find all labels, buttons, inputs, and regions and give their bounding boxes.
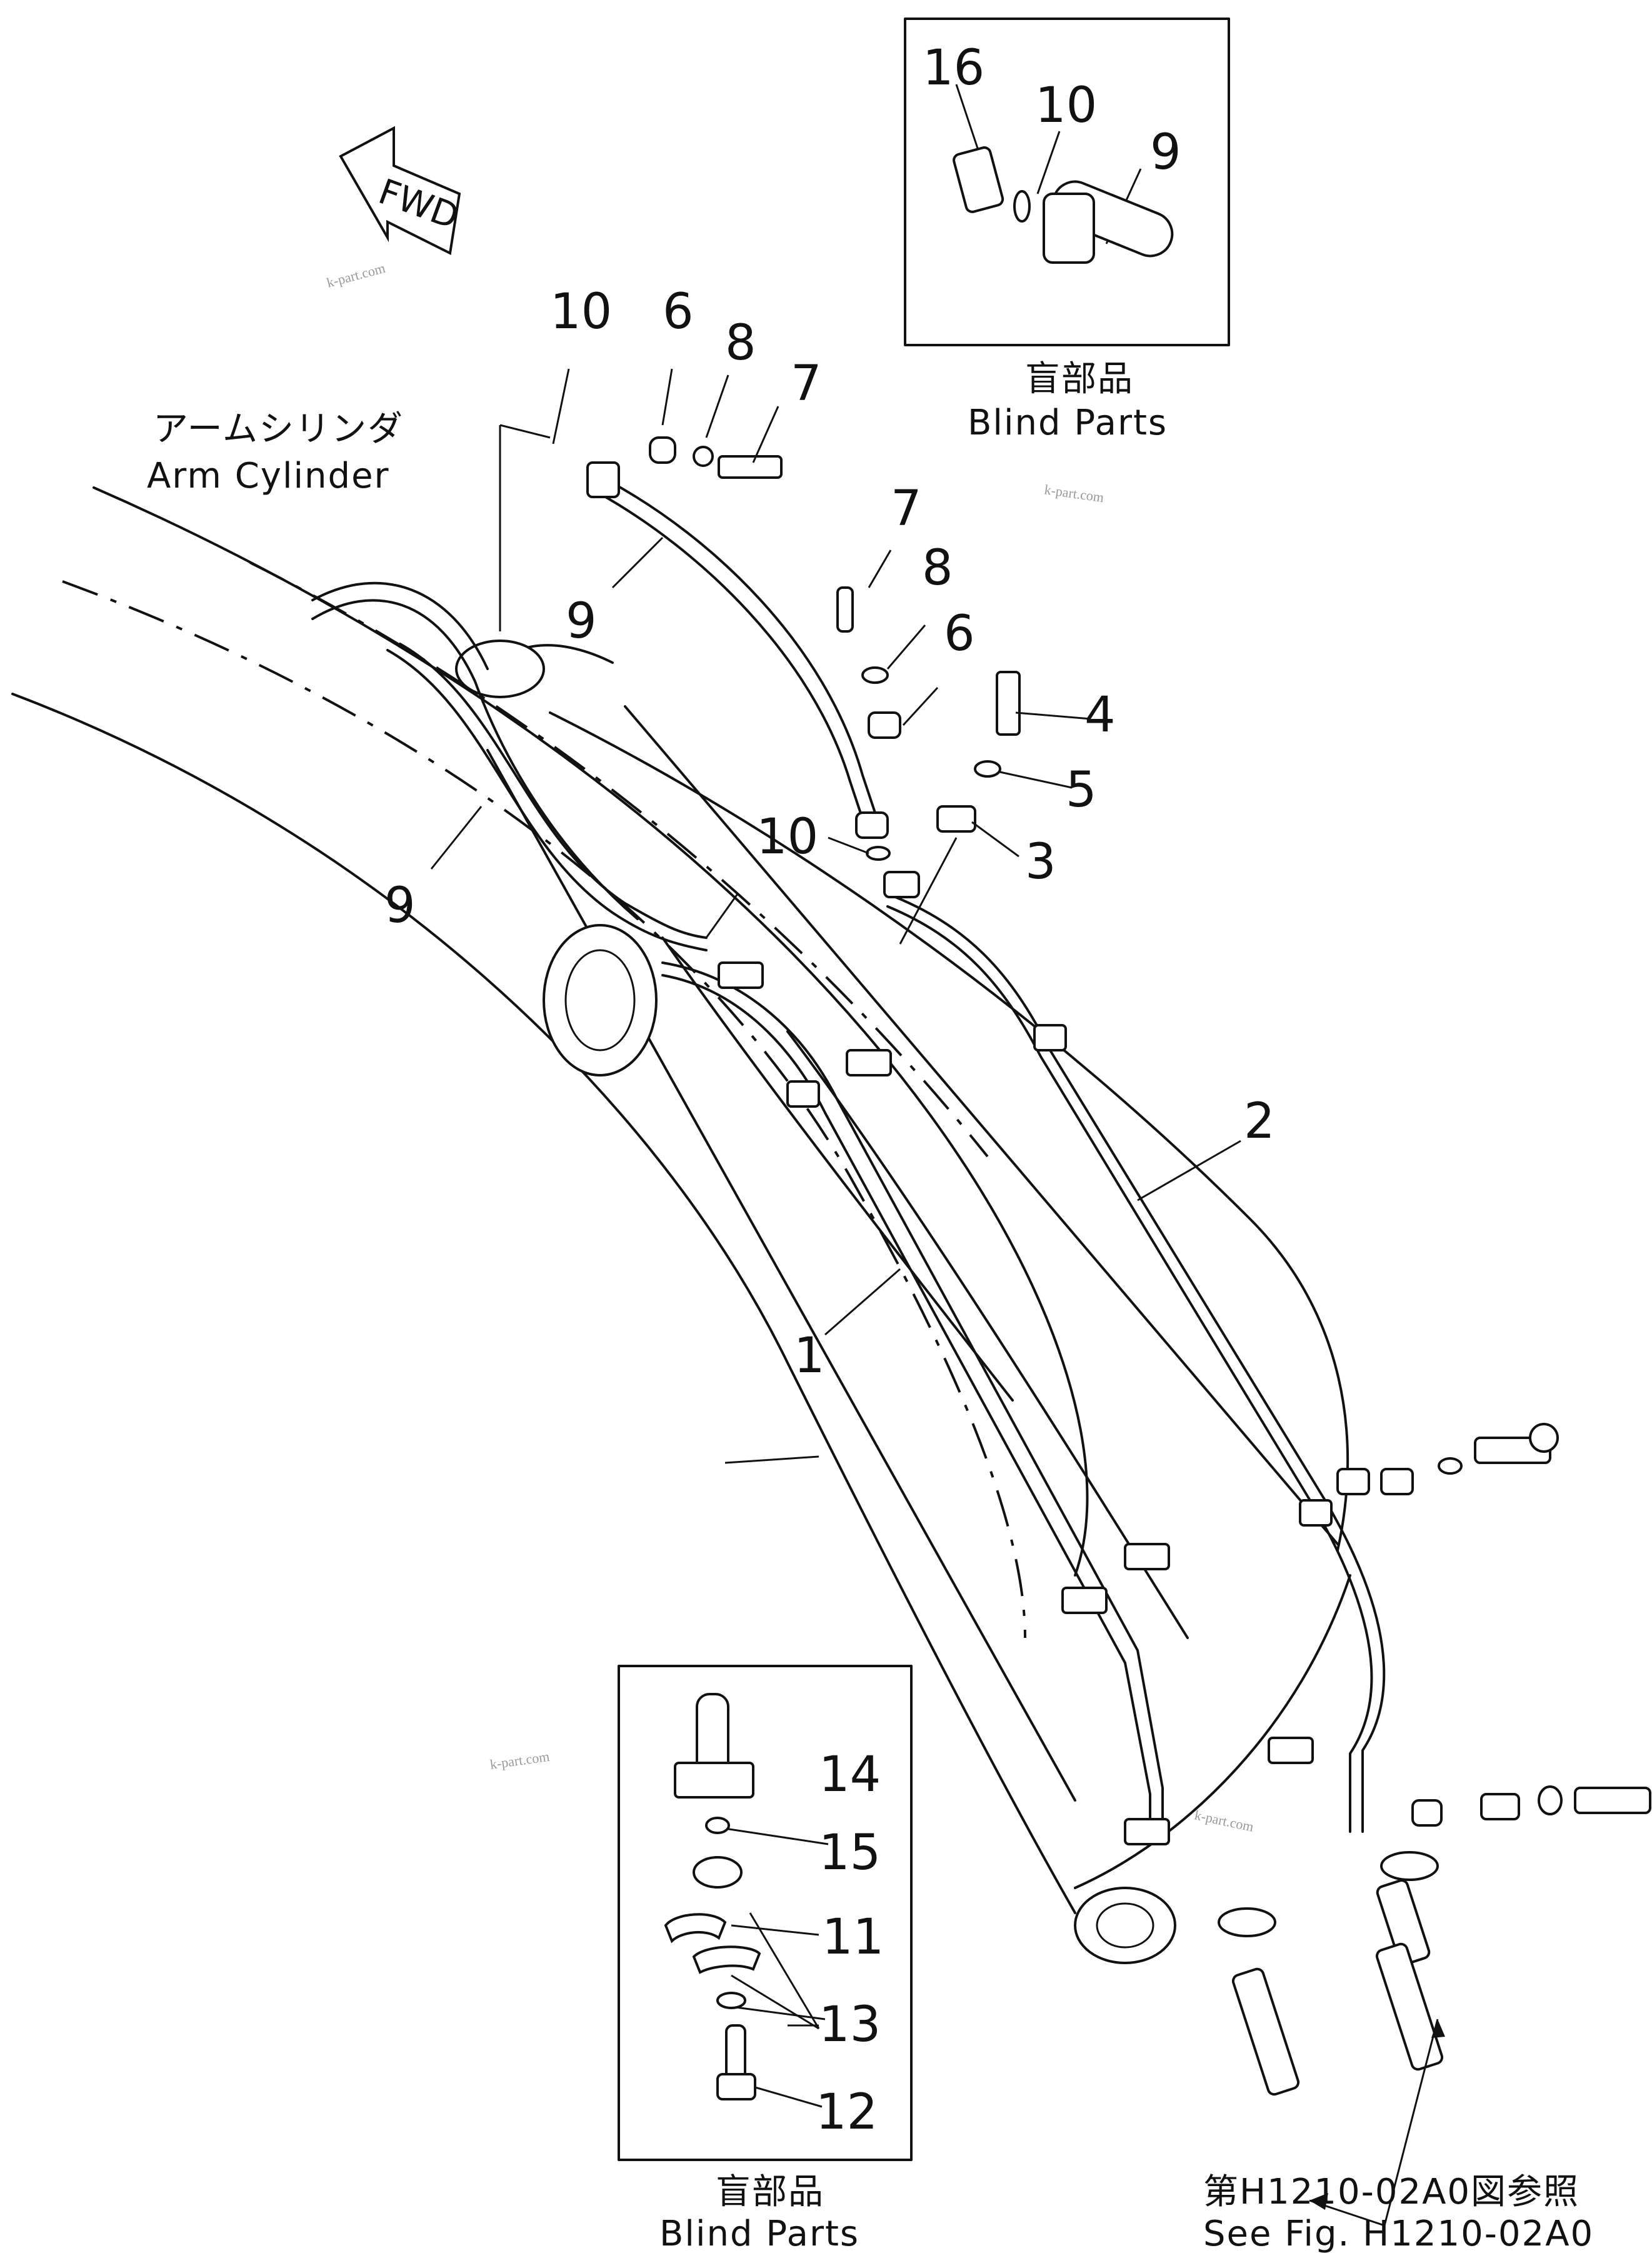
callout-6-upper: 6: [663, 284, 694, 340]
callout-10-upper: 10: [550, 284, 612, 340]
callout-numbers: 16 10 9 10 6 8 7 9 7 8 6 4 5 10 3 9 2 1 …: [384, 40, 1275, 2140]
callout-4: 4: [1084, 687, 1116, 743]
blind-parts-top-jp: 盲部品: [1025, 359, 1134, 399]
pipe-1: [661, 961, 1164, 1839]
callout-15: 15: [819, 1825, 881, 1881]
callout-3: 3: [1025, 834, 1056, 890]
callout-6-lower: 6: [944, 606, 975, 662]
callout-13: 13: [819, 1997, 881, 2053]
watermark-1: k-part.com: [325, 260, 387, 291]
blind-parts-bottom-jp: 盲部品: [716, 2172, 824, 2212]
callout-7-upper: 7: [791, 356, 822, 412]
callout-16: 16: [923, 40, 984, 96]
callout-10-top-box: 10: [1035, 78, 1097, 134]
blind-parts-bottom-en: Blind Parts: [659, 2214, 859, 2253]
blind-parts-top-box: [904, 18, 1230, 346]
boom-outline: [11, 486, 1349, 1914]
hoses-9: [311, 480, 876, 951]
hardware-parts: [586, 436, 1651, 2096]
watermark-2: k-part.com: [1043, 481, 1104, 505]
fwd-arrow: FWD: [339, 126, 464, 256]
callout-9-top-box: 9: [1150, 124, 1181, 181]
callout-9-upper: 9: [566, 593, 597, 650]
callout-8-lower: 8: [922, 540, 953, 596]
callout-1: 1: [794, 1328, 825, 1384]
captions: アームシリンダ Arm Cylinder 盲部品 Blind Parts 盲部品…: [147, 359, 1594, 2253]
see-fig-arrows: [1309, 2019, 1445, 2227]
blind-parts-bottom-box: [618, 1665, 913, 2161]
see-fig-en: See Fig. H1210-02A0: [1203, 2214, 1594, 2253]
watermarks: k-part.com k-part.com k-part.com k-part.…: [325, 260, 1255, 1835]
watermark-3: k-part.com: [489, 1749, 550, 1772]
callout-11: 11: [822, 1909, 884, 1965]
callout-10-lower: 10: [756, 809, 818, 865]
arm-cylinder-jp: アームシリンダ: [153, 409, 404, 449]
see-fig-jp: 第H1210-02A0図参照: [1203, 2172, 1579, 2212]
leader-lines: [430, 84, 1241, 2108]
arm-cylinder-body: [455, 640, 1351, 1964]
callout-12: 12: [816, 2084, 878, 2140]
callout-5: 5: [1066, 762, 1097, 818]
blind-parts-top-en: Blind Parts: [968, 403, 1168, 443]
callout-9-lower: 9: [384, 878, 416, 934]
arm-cylinder-en: Arm Cylinder: [147, 456, 390, 496]
callout-7-lower: 7: [891, 481, 922, 537]
callout-14: 14: [819, 1747, 881, 1803]
callout-8-upper: 8: [725, 315, 756, 371]
watermark-4: k-part.com: [1193, 1807, 1255, 1834]
callout-2: 2: [1244, 1093, 1275, 1150]
